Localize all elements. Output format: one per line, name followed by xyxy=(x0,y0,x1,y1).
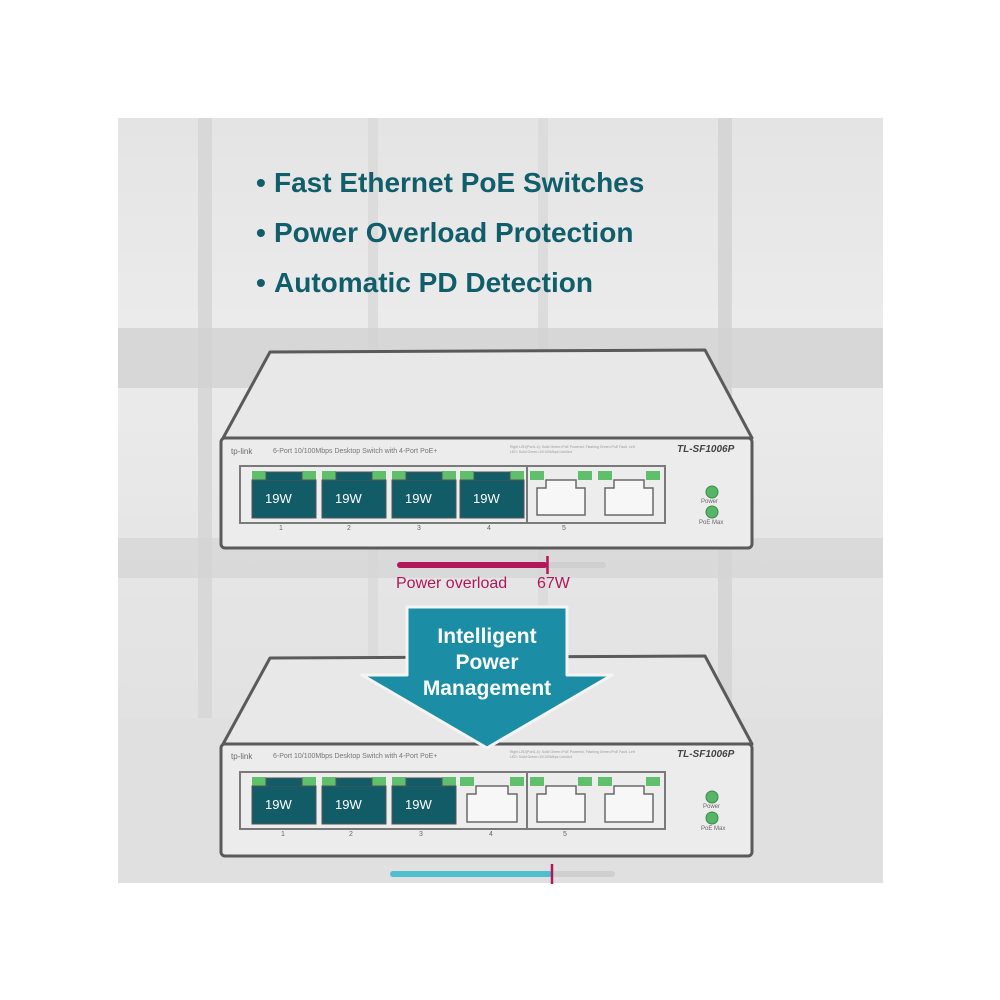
power-led-bottom xyxy=(705,790,719,804)
port-5-bottom xyxy=(530,777,592,823)
port-watt-label: 19W xyxy=(335,491,362,506)
port-number: 3 xyxy=(417,525,421,532)
poe-max-led-top xyxy=(705,505,719,519)
port-watt-label: 19W xyxy=(405,797,432,812)
port-number: 4 xyxy=(489,831,493,838)
feature-item: •Automatic PD Detection xyxy=(256,267,593,298)
switch-description-bottom: 6-Port 10/100Mbps Desktop Switch with 4-… xyxy=(273,753,438,760)
port-3-top xyxy=(391,471,457,519)
feature-list: •Fast Ethernet PoE Switches •Power Overl… xyxy=(256,158,644,308)
port-watt-label: 19W xyxy=(265,491,292,506)
port-watt-label: 19W xyxy=(335,797,362,812)
down-arrow-icon xyxy=(360,605,614,750)
port-4-top xyxy=(459,471,525,519)
port-number: 3 xyxy=(419,831,423,838)
port-3-bottom xyxy=(391,777,457,825)
brand-logo-bottom: tp-link xyxy=(231,752,253,761)
port-6-bottom xyxy=(598,777,660,823)
port-4-bottom xyxy=(460,777,524,823)
model-name-top: TL-SF1006P xyxy=(677,444,735,455)
led-note-bottom: Right LED(Port1-4): Solid Green=PoE Powe… xyxy=(510,750,635,759)
model-name-bottom: TL-SF1006P xyxy=(677,749,735,760)
feature-item: •Power Overload Protection xyxy=(256,217,634,248)
power-load-bar-top xyxy=(397,562,548,568)
power-led-label: Power xyxy=(703,804,721,810)
power-led-label: Power xyxy=(701,499,719,505)
port-watt-label: 19W xyxy=(405,491,432,506)
poe-max-led-label: PoE Max xyxy=(699,520,724,526)
bg-window-frame xyxy=(198,118,212,883)
port-number: 1 xyxy=(281,831,285,838)
port-2-bottom xyxy=(321,777,387,825)
poe-max-led-label: PoE Max xyxy=(701,826,726,832)
port-1-top xyxy=(251,471,317,519)
switch-description-top: 6-Port 10/100Mbps Desktop Switch with 4-… xyxy=(273,448,438,455)
port-watt-label: 19W xyxy=(473,491,500,506)
port-watt-label: 19W xyxy=(265,797,292,812)
arrow-caption: Intelligent Power Management xyxy=(422,625,552,700)
power-led-top xyxy=(705,485,719,499)
port-number: 2 xyxy=(349,831,353,838)
poe-max-led-bottom xyxy=(705,811,719,825)
port-number: 5 xyxy=(562,525,566,532)
power-overload-value: 67W xyxy=(537,575,570,592)
port-6-top xyxy=(598,471,660,516)
led-note-top: Right LED(Port1-4): Solid Green=PoE Powe… xyxy=(510,445,635,454)
port-number: 5 xyxy=(563,831,567,838)
power-overload-label: Power overload xyxy=(396,575,508,592)
port-number: 4 xyxy=(487,525,491,532)
port-number: 1 xyxy=(279,525,283,532)
port-1-bottom xyxy=(251,777,317,825)
feature-item: •Fast Ethernet PoE Switches xyxy=(256,167,645,198)
port-5-top xyxy=(530,471,592,516)
port-number: 2 xyxy=(347,525,351,532)
port-2-top xyxy=(321,471,387,519)
power-load-bar-bottom xyxy=(390,871,552,877)
brand-logo-top: tp-link xyxy=(231,447,253,456)
